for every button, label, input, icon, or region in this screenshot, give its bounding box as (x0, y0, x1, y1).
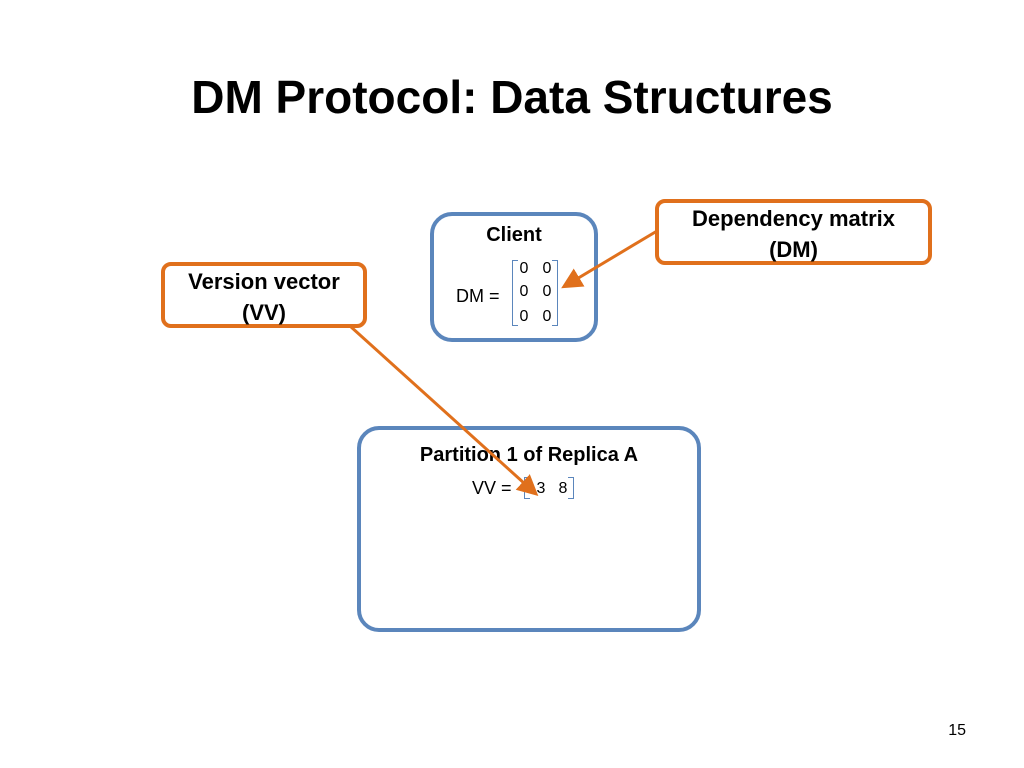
page-number: 15 (948, 722, 966, 739)
vv-arrow (348, 324, 539, 497)
dm-cell: 0 (542, 283, 552, 300)
vv-right-bracket (568, 477, 574, 499)
dependency-matrix-callout: Dependency matrix (DM) (655, 199, 932, 265)
dm-right-bracket (552, 260, 558, 326)
dependency-matrix-abbrev: (DM) (769, 237, 818, 262)
client-box: Client DM = 0 0 0 0 0 0 (430, 212, 598, 342)
dm-label: DM = (456, 286, 500, 306)
dm-cell: 0 (519, 283, 529, 300)
partition-title: Partition 1 of Replica A (419, 444, 639, 466)
dm-cell: 0 (519, 308, 529, 325)
vv-label: VV = (472, 478, 512, 498)
dependency-matrix-label: Dependency matrix (692, 206, 895, 231)
version-vector-callout: Version vector (VV) (161, 262, 367, 328)
vv-cell: 3 (536, 480, 546, 497)
vv-cell: 8 (558, 480, 568, 497)
slide-title: DM Protocol: Data Structures (191, 71, 833, 123)
partition-box: Partition 1 of Replica A VV = 3 8 (357, 426, 701, 632)
dm-cell: 0 (542, 260, 552, 277)
client-title: Client (486, 224, 542, 246)
dm-cell: 0 (519, 260, 529, 277)
version-vector-abbrev: (VV) (242, 300, 286, 325)
version-vector-label: Version vector (188, 269, 340, 294)
dm-cell: 0 (542, 308, 552, 325)
dm-arrow (561, 229, 658, 289)
dm-left-bracket (512, 260, 518, 326)
